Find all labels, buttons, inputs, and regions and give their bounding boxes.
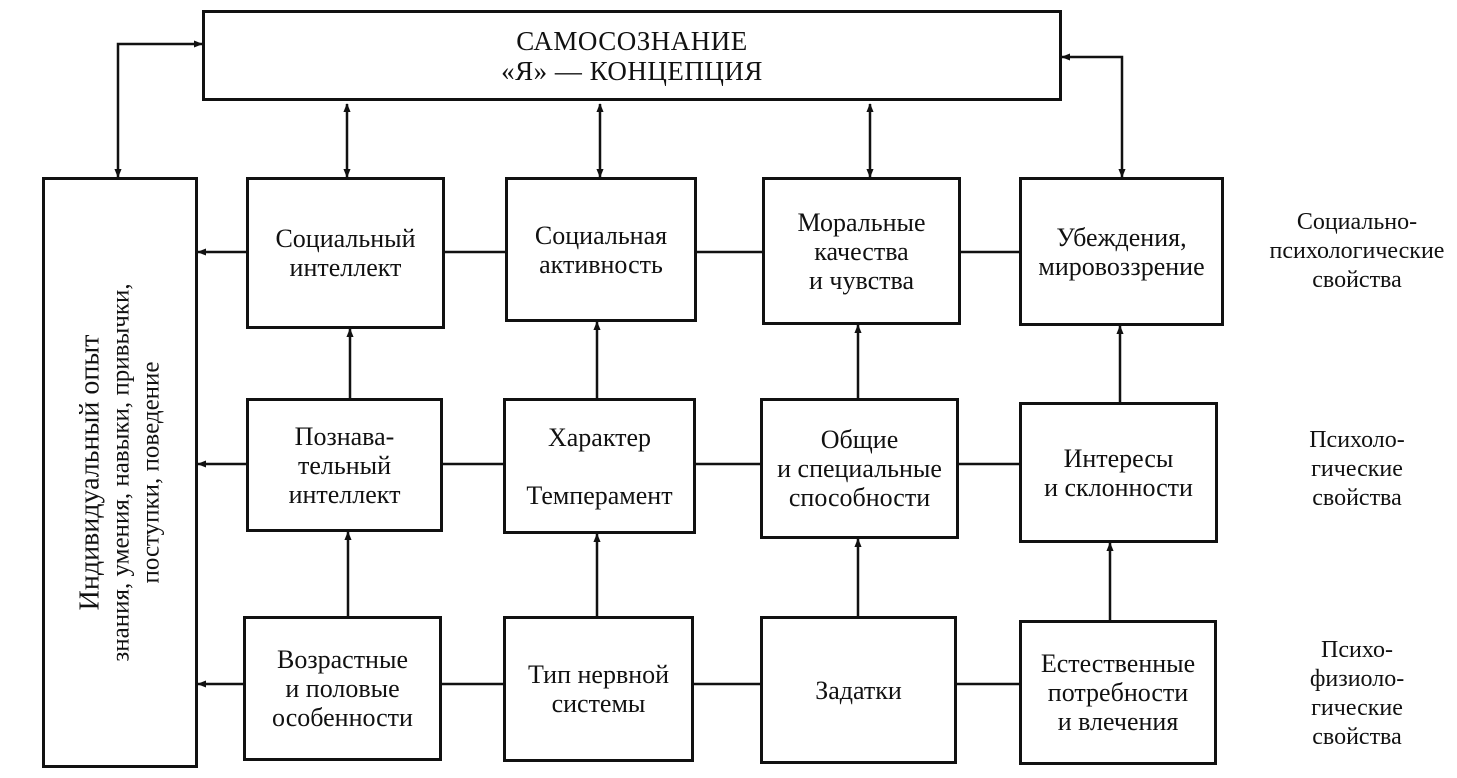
- natural-needs-label: Естественные потребности и влечения: [1040, 649, 1196, 736]
- abilities-box: Общие и специальные способности: [760, 398, 959, 539]
- inclinations-label: Задатки: [815, 675, 902, 705]
- moral-qualities-label: Моральные качества и чувства: [797, 207, 926, 295]
- beliefs-box: Убеждения, мировоззрение: [1019, 177, 1224, 326]
- interests-box: Интересы и склонности: [1019, 402, 1218, 543]
- age-sex-features-box: Возрастные и половые особенности: [243, 616, 442, 761]
- link-top-beliefs: [1061, 53, 1126, 178]
- interests-label: Интересы и склонности: [1044, 443, 1193, 502]
- age-sex-features-label: Возрастные и половые особенности: [272, 645, 413, 732]
- top-title-line1: САМОСОЗНАНИЕ: [516, 25, 748, 56]
- experience-line2: знания, умения, навыки, привычки,: [107, 283, 135, 662]
- beliefs-label: Убеждения, мировоззрение: [1038, 222, 1205, 281]
- nervous-system-label: Тип нервной системы: [527, 660, 670, 718]
- top-title-line2: «Я» — КОНЦЕПЦИЯ: [501, 55, 763, 86]
- row-label-psychological: Психоло- гические свойства: [1309, 427, 1405, 511]
- nervous-system-box: Тип нервной системы: [503, 616, 694, 762]
- abilities-label: Общие и специальные способности: [777, 425, 942, 512]
- social-activity-box: Социальная активность: [505, 177, 697, 322]
- experience-line3: поступки, поведение: [137, 361, 165, 584]
- character-temperament-label: Характер Темперамент: [526, 422, 673, 510]
- cognitive-intellect-box: Познава- тельный интеллект: [246, 398, 443, 532]
- row-label-socio-psychological: Социально- психологические свойства: [1269, 209, 1445, 293]
- experience-title: Индивидуальный опыт: [74, 334, 106, 611]
- self-awareness-box: САМОСОЗНАНИЕ «Я» — КОНЦЕПЦИЯ: [202, 10, 1062, 101]
- moral-qualities-box: Моральные качества и чувства: [762, 177, 961, 325]
- character-temperament-box: Характер Темперамент: [503, 398, 696, 534]
- social-intellect-box: Социальный интеллект: [246, 177, 445, 329]
- row-label-psychophysiological: Психо- физиоло- гические свойства: [1309, 637, 1405, 750]
- natural-needs-box: Естественные потребности и влечения: [1019, 620, 1217, 765]
- inclinations-box: Задатки: [760, 616, 957, 764]
- link-top-experience: [114, 40, 203, 178]
- social-intellect-label: Социальный интеллект: [275, 224, 416, 282]
- individual-experience-box: Индивидуальный опыт знания, умения, навы…: [42, 177, 198, 768]
- social-activity-label: Социальная активность: [534, 220, 668, 279]
- cognitive-intellect-label: Познава- тельный интеллект: [288, 421, 401, 509]
